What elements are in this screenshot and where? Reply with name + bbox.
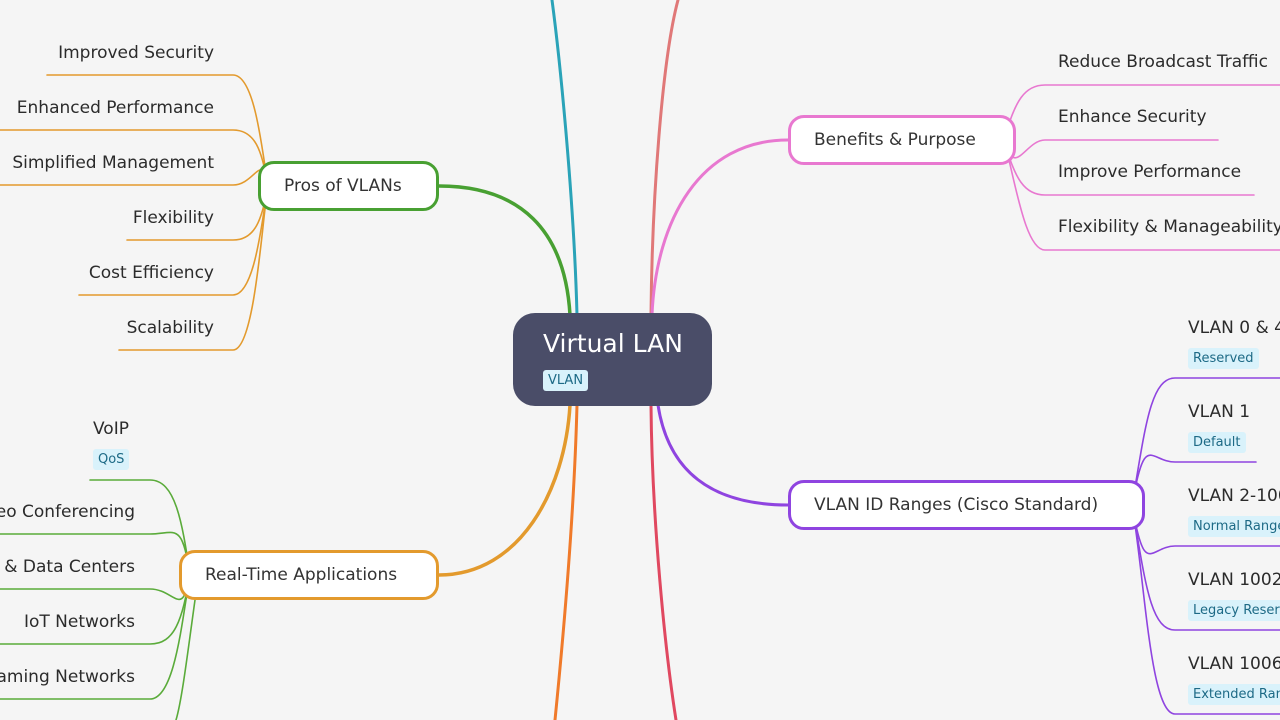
leaf-pros-1[interactable]: Enhanced Performance — [16, 98, 214, 118]
leaf-pros-2[interactable]: Simplified Management — [12, 153, 214, 173]
leaf-rng-1[interactable]: VLAN 1 — [1188, 402, 1251, 422]
connector-rt-leaf — [0, 574, 191, 601]
leaf-ben-0[interactable]: Reduce Broadcast Traffic — [1058, 52, 1268, 72]
leaf-rng-1-tag: Default — [1188, 432, 1246, 453]
leaf-pros-0[interactable]: Improved Security — [58, 43, 214, 63]
branch-real-time-applications[interactable]: Real-Time Applications — [179, 550, 439, 600]
leaf-rng-3-tag: Legacy Reserved — [1188, 600, 1280, 621]
branch-benefits-purpose[interactable]: Benefits & Purpose — [788, 115, 1016, 165]
branch-label: Real-Time Applications — [205, 565, 398, 585]
leaf-rng-2[interactable]: VLAN 2-1001 — [1188, 486, 1280, 506]
offscreen-branch-line — [553, 403, 579, 720]
leaf-rng-0-tag: Reserved — [1188, 348, 1259, 369]
offscreen-branch-line — [649, 0, 680, 317]
leaf-rng-3[interactable]: VLAN 1002-1005 — [1188, 570, 1280, 590]
leaf-rng-0[interactable]: VLAN 0 & 4095 — [1188, 318, 1280, 338]
offscreen-branch-line — [550, 0, 579, 317]
connector-ranges-leaf — [1131, 504, 1280, 715]
leaf-rt-1[interactable]: Video Conferencing — [0, 502, 135, 522]
leaf-rng-4-tag: Extended Range — [1188, 684, 1280, 705]
leaf-rt-4[interactable]: Gaming Networks — [0, 667, 135, 687]
root-title: Virtual LAN — [543, 329, 683, 358]
offscreen-branch-line — [649, 403, 678, 720]
leaf-rt-3[interactable]: IoT Networks — [23, 612, 135, 632]
branch-label: Pros of VLANs — [284, 176, 402, 196]
connector-realtime — [437, 403, 572, 577]
leaf-pros-5[interactable]: Scalability — [126, 318, 214, 338]
connector-benefits — [650, 138, 790, 317]
connector-rt-leaf — [175, 599, 196, 720]
connector-ranges — [656, 403, 790, 507]
branch-label: Benefits & Purpose — [814, 130, 976, 150]
root-node[interactable]: Virtual LAN VLAN — [513, 313, 712, 406]
leaf-pros-4[interactable]: Cost Efficiency — [88, 263, 214, 283]
leaf-rng-4[interactable]: VLAN 1006-4094 — [1188, 654, 1280, 674]
leaf-pros-3[interactable]: Flexibility — [132, 208, 214, 228]
leaf-rng-2-tag: Normal Range — [1188, 516, 1280, 537]
leaf-ben-3[interactable]: Flexibility & Manageability — [1058, 217, 1280, 237]
connector-benefits-leaf — [1003, 139, 1219, 159]
connector-ranges-leaf — [1131, 377, 1280, 506]
branch-vlan-id-ranges[interactable]: VLAN ID Ranges (Cisco Standard) — [788, 480, 1145, 530]
leaf-ben-1[interactable]: Enhance Security — [1058, 107, 1207, 127]
connector-rt-leaf — [0, 574, 191, 645]
branch-label: VLAN ID Ranges (Cisco Standard) — [814, 495, 1099, 515]
leaf-ben-2[interactable]: Improve Performance — [1058, 162, 1242, 182]
leaf-rt-voip-tag: QoS — [93, 449, 130, 470]
root-tag: VLAN — [543, 370, 589, 391]
leaf-rt-2[interactable]: Cloud & Data Centers — [0, 557, 135, 577]
leaf-rt-voip[interactable]: VoIP — [93, 419, 129, 439]
connector-pros — [437, 184, 572, 317]
branch-pros-of-vlans[interactable]: Pros of VLANs — [258, 161, 439, 211]
